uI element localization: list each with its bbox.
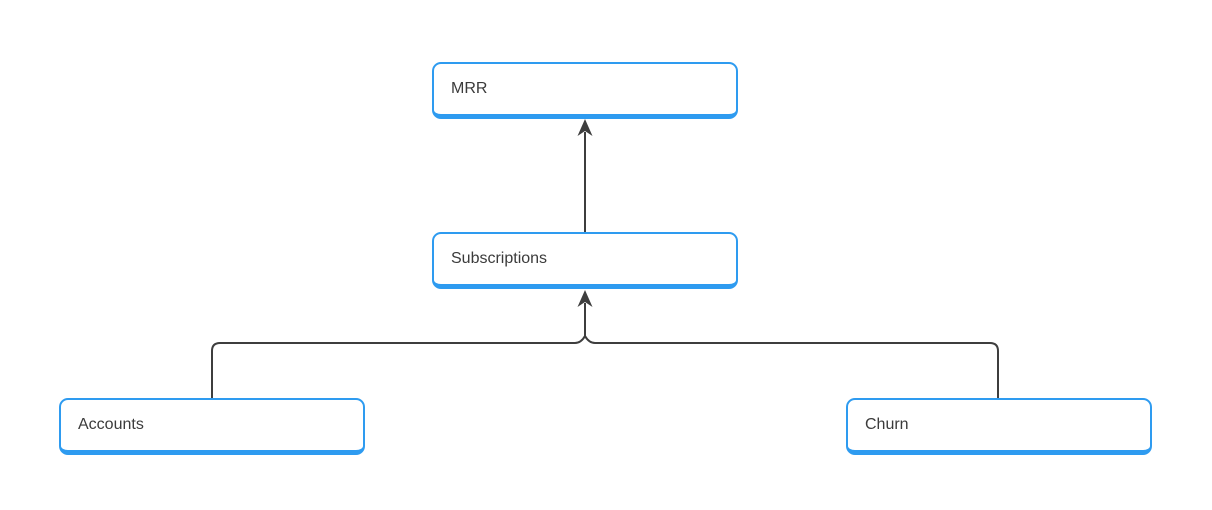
node-subscriptions[interactable]: Subscriptions: [432, 232, 738, 289]
arrowhead-up-icon: [577, 290, 593, 307]
node-churn[interactable]: Churn: [846, 398, 1152, 455]
node-label: Accounts: [78, 416, 144, 433]
node-label: Subscriptions: [451, 250, 548, 267]
node-label: Churn: [865, 416, 909, 433]
node-accounts[interactable]: Accounts: [59, 398, 365, 455]
edge-subscriptions-to-mrr: [577, 119, 593, 232]
node-label: MRR: [451, 80, 488, 97]
arrowhead-up-icon: [577, 119, 593, 136]
edge-accounts-churn-to-subscriptions: [211, 290, 999, 399]
edge-line: [211, 335, 999, 399]
node-mrr[interactable]: MRR: [432, 62, 738, 119]
